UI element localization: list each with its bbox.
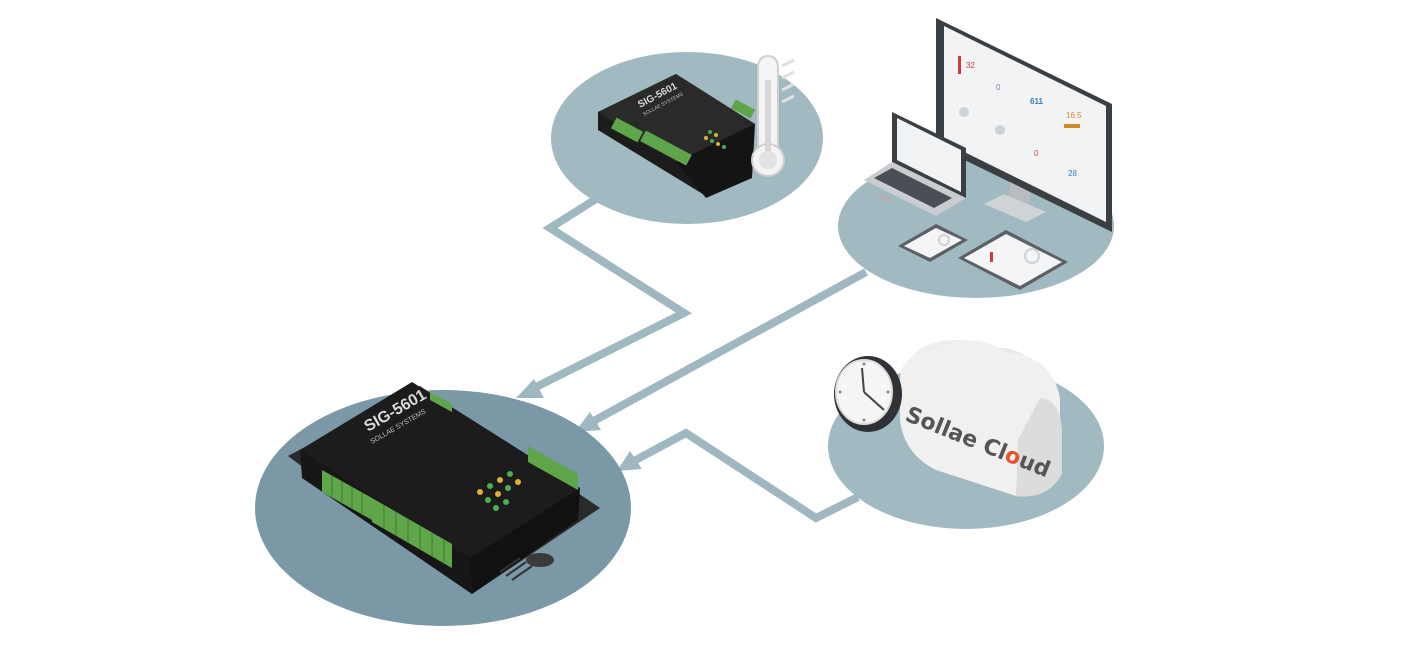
terminal-block: [528, 446, 578, 490]
dashboard-tiles: 32 0 611 16.5 0 28: [958, 56, 1082, 178]
dashboard-tile-value: 28: [1068, 169, 1077, 178]
clock-icon: [834, 356, 902, 432]
dashboard-tile-value: 0: [996, 83, 1001, 92]
terminal-block: [322, 470, 372, 520]
sensor-device: SIG-5601 SOLLAE SYSTEMS: [598, 74, 756, 198]
dashboard-tile-value: 611: [1030, 97, 1043, 106]
thermometer-icon: [751, 55, 795, 177]
led-indicators: [704, 130, 726, 149]
terminal-block: [610, 117, 644, 143]
arrowhead-sensor: [516, 379, 544, 398]
dashboard-tile-value: 16.5: [1066, 111, 1082, 120]
arrowheads: [516, 379, 642, 471]
connector-dashboard-to-main: [588, 268, 868, 427]
terminal-block: [730, 99, 756, 119]
tablet: [958, 230, 1068, 290]
dashboard-tile-value: 0: [1034, 149, 1039, 158]
laptop: [864, 112, 966, 216]
terminal-block: [640, 130, 692, 166]
led-indicators: [477, 471, 521, 511]
device-vents: [499, 557, 533, 581]
dashboard-tile-value: 32: [966, 61, 975, 70]
smartphone: [898, 224, 968, 262]
connector-cloud-to-main: [630, 428, 860, 523]
desktop-monitor: 32 0 611 16.5 0 28: [936, 18, 1112, 232]
connectors: [530, 195, 868, 523]
connector-sensor-to-main: [530, 195, 693, 393]
terminal-block: [430, 392, 452, 412]
cloud-icon: Sollae Cloud: [900, 340, 1062, 497]
arrowhead-cloud: [617, 451, 642, 471]
main-device: SIG-5601 SOLLAE SYSTEMS: [288, 382, 600, 594]
monitor-base: [984, 194, 1046, 222]
arrowhead-dashboard: [575, 412, 601, 432]
